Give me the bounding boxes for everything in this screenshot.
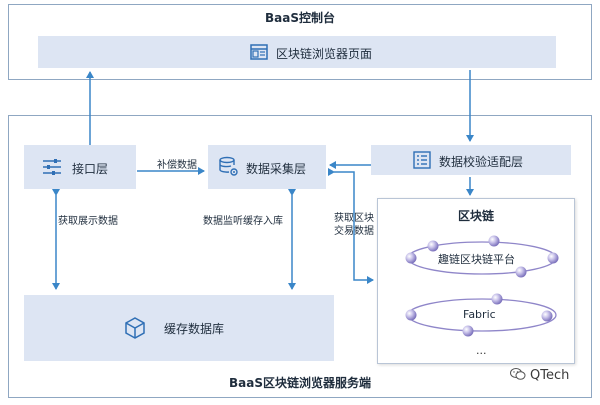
cube-icon [124, 317, 146, 339]
monitor-cache-label: 数据监听缓存入库 [203, 216, 283, 227]
watermark: QTech [510, 366, 569, 385]
blockchain-box[interactable] [377, 198, 575, 364]
cache-db-box[interactable]: 缓存数据库 [24, 295, 334, 361]
browser-window-icon [250, 44, 268, 60]
cache-db-label: 缓存数据库 [164, 322, 225, 336]
collection-layer-box[interactable]: 数据采集层 [208, 145, 326, 189]
collection-layer-label: 数据采集层 [246, 162, 307, 176]
interface-layer-box[interactable]: 接口层 [24, 145, 136, 189]
browser-page-box[interactable]: 区块链浏览器页面 [38, 36, 556, 68]
fetch-display-data-label: 获取展示数据 [58, 216, 118, 227]
blockchain-title: 区块链 [457, 209, 494, 223]
platform-label-fabric: Fabric [463, 308, 496, 321]
watermark-text: QTech [530, 368, 570, 383]
baas-server-title: BaaS区块链浏览器服务端 [229, 376, 371, 390]
baas-console-title: BaaS控制台 [265, 11, 335, 25]
validation-layer-label: 数据校验适配层 [439, 155, 524, 169]
browser-page-label: 区块链浏览器页面 [276, 47, 373, 61]
database-gear-icon [218, 156, 240, 178]
validation-layer-box[interactable]: 数据校验适配层 [371, 145, 571, 175]
list-check-icon [413, 151, 431, 169]
wechat-icon [510, 366, 526, 385]
platform-label-qulian: 趣链区块链平台 [438, 253, 515, 266]
fetch-tx-label-line2: 交易数据 [334, 226, 374, 237]
interface-layer-label: 接口层 [72, 162, 109, 176]
more-ellipsis: ... [476, 344, 487, 357]
sliders-icon [42, 158, 62, 176]
compensate-data-label: 补偿数据 [157, 160, 197, 171]
